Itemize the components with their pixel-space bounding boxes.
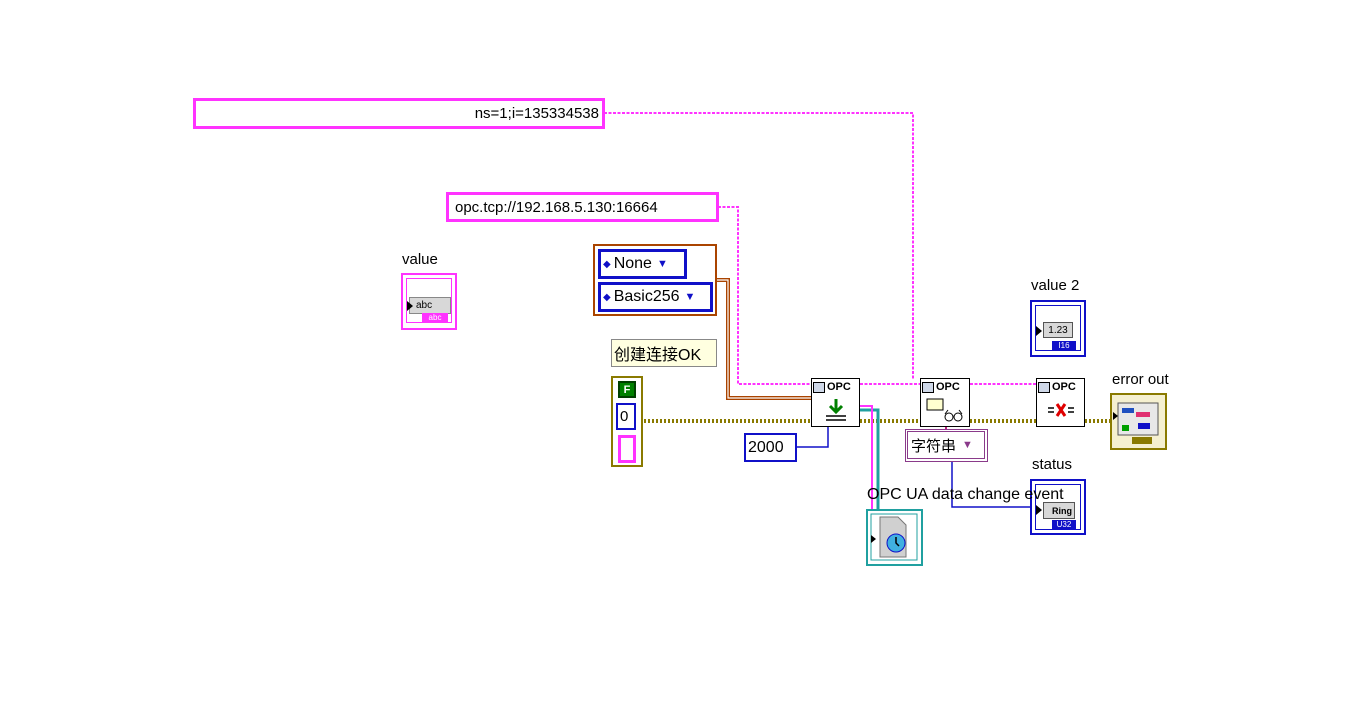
error-out-cluster-indicator[interactable] bbox=[1110, 393, 1167, 450]
error-out-label: error out bbox=[1112, 371, 1169, 388]
connection-ok-label: 创建连接OK bbox=[611, 339, 717, 367]
code-numeric-constant[interactable]: 0 bbox=[616, 403, 636, 430]
read-icon bbox=[926, 398, 963, 422]
terminal-arrow-icon bbox=[407, 301, 413, 311]
value-label: value bbox=[402, 251, 438, 268]
monitor-icon bbox=[1038, 381, 1050, 393]
wire-timeout[interactable] bbox=[796, 426, 829, 448]
terminal-arrow-icon bbox=[1036, 326, 1042, 336]
data-type-selector[interactable]: 字符串 ▼ bbox=[905, 429, 988, 462]
status-boolean-constant[interactable]: F bbox=[618, 381, 636, 398]
dropdown-arrow-icon[interactable]: ▼ bbox=[962, 439, 973, 451]
terminal-arrow-icon bbox=[1036, 505, 1042, 515]
close-icon bbox=[1047, 403, 1074, 417]
dropdown-arrow-icon[interactable]: ▼ bbox=[684, 291, 696, 303]
value-type-tag: abc bbox=[422, 313, 448, 322]
dropdown-arrow-icon[interactable]: ▼ bbox=[656, 258, 668, 270]
timeout-numeric-constant[interactable]: 2000 bbox=[744, 433, 797, 462]
numeric-indicator-icon: 1.23 bbox=[1043, 322, 1073, 338]
wire-event-refnum[interactable] bbox=[860, 408, 880, 515]
source-string-constant[interactable] bbox=[618, 435, 636, 463]
wire-node-id[interactable] bbox=[604, 112, 914, 380]
ring-indicator-icon: Ring bbox=[1043, 502, 1075, 519]
error-in-cluster-constant[interactable]: F 0 bbox=[611, 376, 643, 467]
status-label: status bbox=[1032, 456, 1073, 473]
status-type-tag: U32 bbox=[1052, 520, 1076, 529]
string-indicator-icon: abc bbox=[409, 297, 451, 314]
monitor-icon bbox=[922, 381, 934, 393]
wire-endpoint-url[interactable] bbox=[718, 206, 812, 385]
node-id-string-constant[interactable]: ns=1;i=135334538 bbox=[193, 98, 605, 129]
event-label: OPC UA data change event bbox=[867, 486, 1064, 503]
endpoint-url-text: opc.tcp://192.168.5.130:16664 bbox=[455, 198, 658, 216]
security-policy-enum[interactable]: ◆ Basic256 ▼ bbox=[598, 282, 713, 312]
opc-close-vi[interactable]: OPC bbox=[1036, 378, 1085, 427]
data-change-event-refnum[interactable] bbox=[866, 509, 923, 566]
increment-arrows-icon: ◆ bbox=[603, 258, 611, 270]
wire-status[interactable] bbox=[951, 460, 1033, 508]
value2-label: value 2 bbox=[1031, 277, 1080, 294]
opc-connect-vi[interactable]: OPC bbox=[811, 378, 860, 427]
value2-type-tag: I16 bbox=[1052, 341, 1076, 350]
value2-numeric-indicator[interactable]: 1.23 I16 bbox=[1030, 300, 1086, 357]
value-string-indicator[interactable]: abc abc bbox=[401, 273, 457, 330]
security-mode-enum[interactable]: ◆ None ▼ bbox=[598, 249, 687, 279]
opc-read-vi[interactable]: OPC bbox=[920, 378, 970, 427]
increment-arrows-icon: ◆ bbox=[603, 291, 611, 303]
wire-security-cluster[interactable] bbox=[716, 278, 812, 400]
event-refnum-icon bbox=[870, 513, 918, 561]
connect-icon bbox=[825, 399, 846, 421]
security-settings-cluster[interactable]: ◆ None ▼ ◆ Basic256 ▼ bbox=[593, 244, 717, 316]
cluster-indicator-icon bbox=[1113, 402, 1159, 444]
monitor-icon bbox=[813, 381, 825, 393]
node-id-text: ns=1;i=135334538 bbox=[474, 105, 599, 122]
status-ring-indicator[interactable]: Ring U32 bbox=[1030, 479, 1086, 535]
endpoint-url-string-constant[interactable]: opc.tcp://192.168.5.130:16664 bbox=[446, 192, 719, 222]
